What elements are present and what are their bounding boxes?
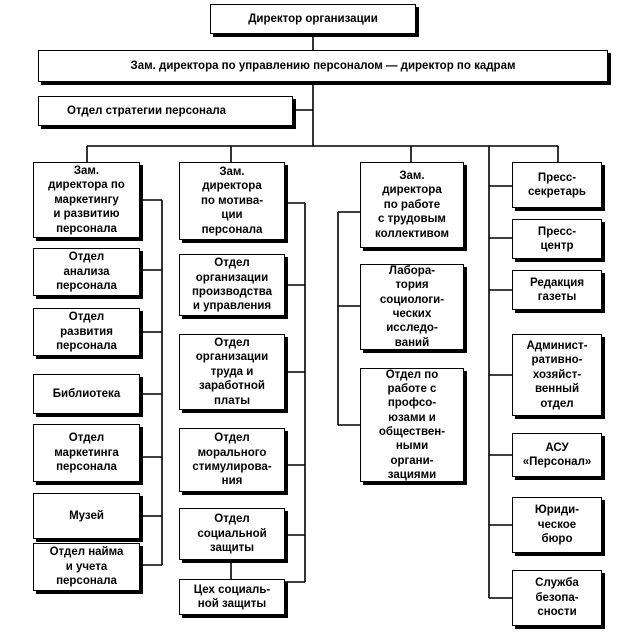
col1-item-box: Отдел анализа персонала — [33, 248, 140, 296]
deputy-hr-box: Зам. директора по управлению персоналом … — [38, 50, 608, 82]
col2-item-box: Отдел социальной защиты — [179, 508, 285, 560]
col4-item-box: Пресс- центр — [512, 219, 602, 259]
director-box: Директор организации — [210, 4, 416, 34]
col2-item-box: Отдел организации производства и управле… — [179, 254, 285, 316]
col4-item-box: Редакция газеты — [512, 270, 602, 310]
strategy-dept-box: Отдел стратегии персонала — [38, 96, 293, 126]
col2-item-box: Цех социаль- ной защиты — [179, 579, 285, 615]
col4-item-box: Служба безопа- сности — [512, 570, 602, 626]
col3-head-box: Зам. директора по работе с трудовым колл… — [360, 162, 464, 248]
col2-item-box: Отдел организации труда и заработной пла… — [179, 334, 285, 410]
col2-item-box: Отдел морального стимулирова- ния — [179, 428, 285, 492]
col3-item-box: Отдел по работе с профсо- юзами и общест… — [360, 368, 464, 482]
col4-item-box: Пресс- секретарь — [512, 162, 602, 208]
col1-item-box: Отдел маркетинга персонала — [33, 424, 140, 482]
col1-item-box: Отдел найма и учета персонала — [33, 543, 140, 591]
col1-item-box: Музей — [33, 493, 140, 539]
col4-item-box: АСУ «Персонал» — [512, 433, 602, 477]
col1-item-box: Отдел развития персонала — [33, 308, 140, 356]
col1-head-box: Зам. директора по маркетингу и развитию … — [33, 162, 140, 238]
col4-item-box: Админист- ративно- хозяйст- венный отдел — [512, 334, 602, 416]
col3-item-box: Лабора- тория социологи- ческих исследо-… — [360, 264, 464, 350]
col1-item-box: Библиотека — [33, 374, 140, 414]
col2-head-box: Зам. директора по мотива- ции персонала — [179, 162, 285, 240]
col4-item-box: Юриди- ческое бюро — [512, 497, 602, 553]
